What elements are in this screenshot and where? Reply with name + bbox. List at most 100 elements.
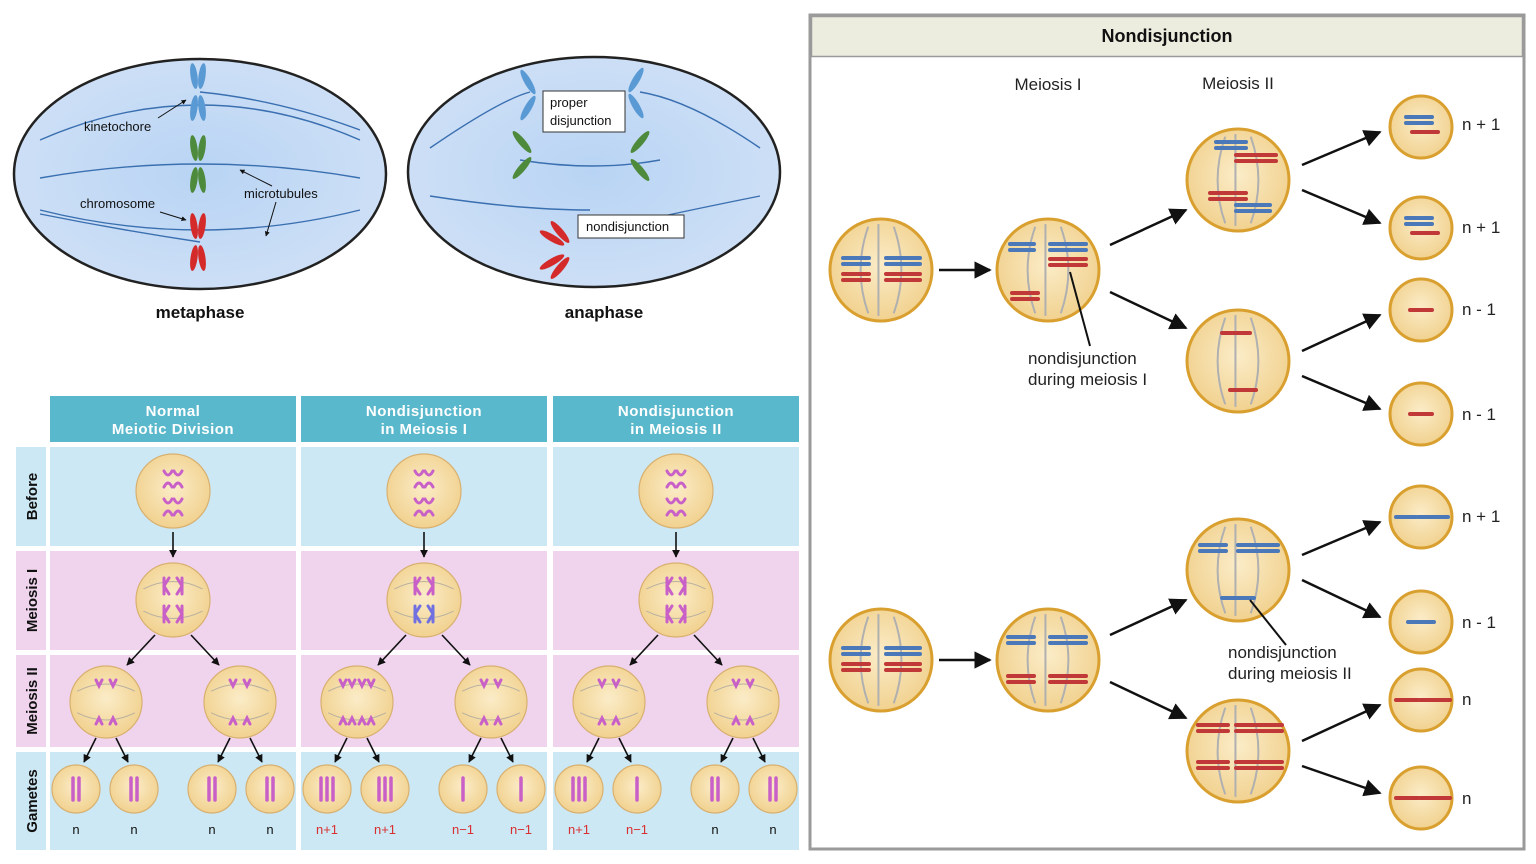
meiosis2-cell bbox=[203, 665, 277, 739]
meiosis2-cell bbox=[1185, 308, 1291, 414]
gamete-cell bbox=[109, 764, 159, 814]
spindle-fibers bbox=[461, 683, 521, 721]
ploidy-top-3: n - 1 bbox=[1462, 300, 1496, 319]
spindle-fibers bbox=[859, 614, 903, 706]
parent-cell bbox=[828, 217, 934, 323]
gamete-cell bbox=[51, 764, 101, 814]
gamete-cell bbox=[690, 764, 740, 814]
flow-arrow bbox=[500, 737, 514, 763]
separating-chromosomes bbox=[228, 678, 252, 726]
header-normal bbox=[50, 396, 296, 442]
homolog-pair bbox=[665, 576, 687, 596]
microtubules-label: microtubules bbox=[244, 186, 318, 201]
flow-arrow bbox=[1301, 520, 1382, 557]
header-nd2-line1: Nondisjunction bbox=[618, 403, 734, 420]
proper-disjunction-line2: disjunction bbox=[550, 113, 611, 128]
flow-arrow bbox=[1301, 188, 1382, 225]
chromosome-pair bbox=[162, 497, 184, 517]
meiosis1-cell bbox=[995, 607, 1101, 713]
annot-pointer-1 bbox=[1069, 271, 1091, 347]
gamete-chromosomes bbox=[265, 776, 275, 802]
gamete-label: n−1 bbox=[452, 822, 474, 837]
flow-arrow bbox=[83, 737, 97, 763]
gamete-label: n bbox=[769, 822, 776, 837]
spindle-fibers bbox=[1216, 705, 1260, 797]
gamete-label: n bbox=[130, 822, 137, 837]
meiosis2-cell bbox=[1185, 698, 1291, 804]
ploidy-bottom-4: n bbox=[1462, 789, 1471, 808]
row-label-cell bbox=[16, 752, 46, 850]
spindle-fibers bbox=[394, 581, 454, 619]
annot-meiosis1-line1: nondisjunction bbox=[1028, 349, 1137, 368]
separating-chromosomes bbox=[731, 678, 755, 726]
gamete-label: n+1 bbox=[316, 822, 338, 837]
gamete-cell bbox=[1388, 94, 1454, 160]
meiosis1-cell bbox=[135, 562, 211, 638]
annot-meiosis2-line2: during meiosis II bbox=[1228, 664, 1352, 683]
gamete-cell bbox=[245, 764, 295, 814]
meiosis2-cell bbox=[1185, 127, 1291, 233]
gamete-cell bbox=[748, 764, 798, 814]
anaphase-chromosomes bbox=[512, 67, 650, 279]
spindle-fibers bbox=[579, 683, 639, 721]
meiosis2-cell bbox=[1185, 517, 1291, 623]
col-meiosis2-label: Meiosis II bbox=[1202, 74, 1274, 93]
spindle-fibers bbox=[327, 683, 387, 721]
row-label-cell bbox=[16, 551, 46, 650]
spindle-fibers bbox=[646, 581, 706, 619]
spindle-fibers bbox=[859, 224, 903, 316]
flow-arrow bbox=[334, 737, 348, 763]
gamete-label: n−1 bbox=[510, 822, 532, 837]
nondisjunction-box bbox=[577, 214, 685, 239]
header-nd2-line2: in Meiosis II bbox=[630, 421, 722, 438]
gamete-label: n bbox=[72, 822, 79, 837]
flow-arrow bbox=[618, 737, 632, 763]
gamete-chromosomes bbox=[768, 776, 778, 802]
header-normal-line1: Normal bbox=[146, 403, 201, 420]
gamete-chromosomes bbox=[129, 776, 139, 802]
flow-arrow bbox=[1109, 598, 1188, 637]
col-meiosis1-label: Meiosis I bbox=[1014, 75, 1081, 94]
gamete-chromosomes bbox=[71, 776, 81, 802]
proper-disjunction-box bbox=[542, 90, 626, 133]
parent-cell bbox=[828, 607, 934, 713]
flow-arrow bbox=[1109, 208, 1188, 247]
chromosome-pair bbox=[665, 497, 687, 517]
flow-arrow bbox=[441, 634, 471, 666]
chromosome-pair bbox=[413, 497, 435, 517]
flow-arrow bbox=[126, 634, 156, 666]
chromosome-pair bbox=[413, 469, 435, 489]
header-nd-meiosis1 bbox=[301, 396, 547, 442]
flow-arrow bbox=[629, 634, 659, 666]
spindle-fibers bbox=[1026, 614, 1070, 706]
meiosis-table: Normal Meiotic Division Nondisjunction i… bbox=[16, 396, 799, 850]
gamete-label: n−1 bbox=[626, 822, 648, 837]
separating-chromosomes bbox=[597, 678, 621, 726]
ploidy-top-1: n + 1 bbox=[1462, 115, 1500, 134]
ploidy-bottom-1: n + 1 bbox=[1462, 507, 1500, 526]
meiosis1-cell bbox=[638, 562, 714, 638]
spindle-fibers bbox=[143, 581, 203, 619]
meiosis2-cell bbox=[572, 665, 646, 739]
before-cell bbox=[638, 453, 714, 529]
meiosis2-cell bbox=[69, 665, 143, 739]
right-cells bbox=[828, 94, 1454, 831]
flow-arrow bbox=[190, 634, 220, 666]
gamete-label: n+1 bbox=[568, 822, 590, 837]
ploidy-bottom-2: n - 1 bbox=[1462, 613, 1496, 632]
proper-disjunction-line1: proper bbox=[550, 95, 588, 110]
flow-arrow bbox=[1109, 290, 1188, 330]
ploidy-top-4: n - 1 bbox=[1462, 405, 1496, 424]
separating-chromosomes bbox=[94, 678, 118, 726]
flow-arrow bbox=[1109, 680, 1188, 720]
meiosis1-cell bbox=[995, 217, 1101, 323]
flow-arrow bbox=[1301, 374, 1382, 411]
gamete-chromosomes bbox=[207, 776, 217, 802]
flow-arrow bbox=[1301, 578, 1382, 619]
flow-arrow bbox=[1301, 764, 1382, 797]
gamete-chromosomes bbox=[710, 776, 720, 802]
row-label-cell bbox=[16, 447, 46, 546]
nondisjunction-box-label: nondisjunction bbox=[586, 219, 669, 234]
right-panel-titlebar bbox=[810, 15, 1524, 58]
anaphase-diagram: proper disjunction nondisjunction anapha… bbox=[406, 55, 782, 322]
